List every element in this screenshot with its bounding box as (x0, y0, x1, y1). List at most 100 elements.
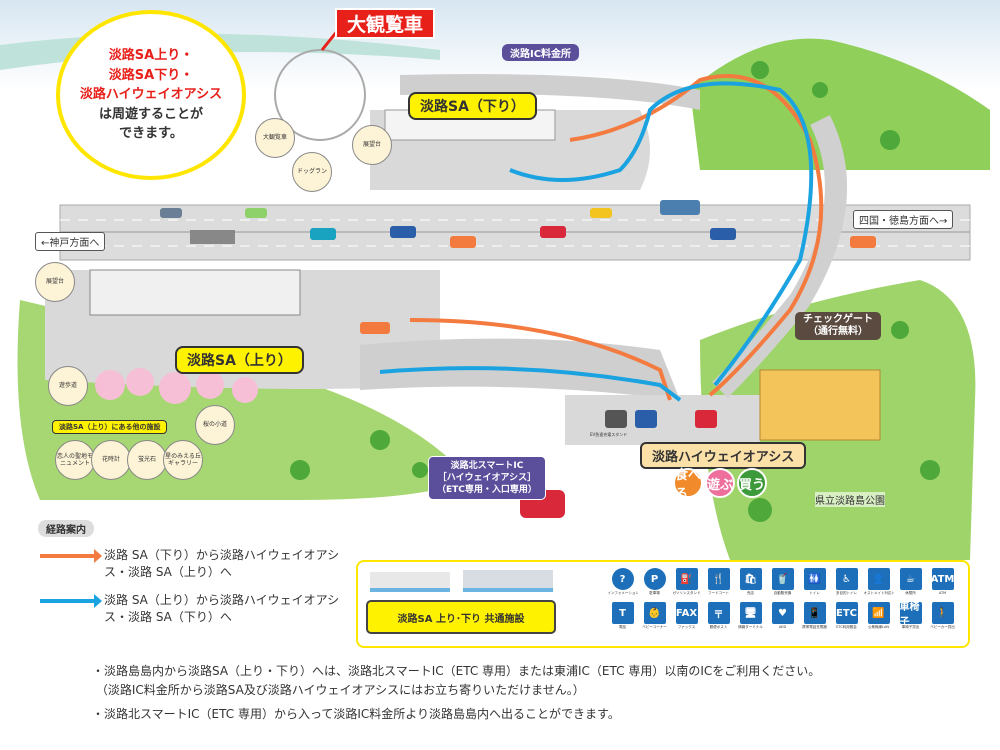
circle-stone: 蛍光石 (127, 440, 167, 480)
note: ・淡路北スマートIC（ETC 専用）から入って淡路IC料金所より淡路島島内へ出る… (92, 705, 820, 724)
bubble-line: 淡路SA下り・ (108, 67, 194, 83)
facility-icon: 📶 (867, 602, 890, 624)
facility-icon: 👤 (867, 568, 890, 590)
facility-icon: 〒 (707, 602, 730, 624)
building-illustration (370, 572, 450, 592)
smart-ic-note: （ETC専用・入口専用） (437, 485, 537, 496)
facility-icon-item: 車椅子車椅子貸出 (896, 602, 925, 633)
facility-icon-label: 駐車場 (649, 591, 660, 595)
facility-icon: T (611, 602, 634, 624)
note-line: （淡路IC料金所から淡路SA及び淡路ハイウェイオアシスにはお立ち寄りいただけませ… (95, 682, 585, 697)
to-shikoku-sign: 四国・徳島方面へ→ (853, 210, 954, 229)
circle-observatory-up: 展望台 (35, 262, 75, 302)
other-facilities-label: 淡路SA（上り）にある他の施設 (52, 420, 168, 434)
route-legend: 経路案内 淡路 SA（下り）から淡路ハイウェイオアシス・淡路 SA（上り）へ 淡… (38, 518, 348, 643)
bubble-line: は周遊することが (98, 106, 203, 122)
facility-icon: 車椅子 (899, 602, 922, 628)
legend-blue-text: 淡路 SA（上り）から淡路ハイウェイオアシス・淡路 SA（下り）へ (104, 592, 340, 625)
park-label: 県立淡路島公園 (815, 492, 885, 507)
bubble-line: 淡路ハイウェイオアシス (79, 87, 223, 103)
facility-icon-item: 📶公衆無線LAN (864, 602, 893, 633)
facility-icon-item: 👶ベビーコーナー (640, 602, 669, 633)
facility-icon-label: ファックス (677, 625, 696, 629)
note: ・淡路島島内から淡路SA（上り・下り）へは、淡路北スマートIC（ETC 専用）ま… (92, 662, 820, 699)
legend-orange: 淡路 SA（下り）から淡路ハイウェイオアシス・淡路 SA（上り）へ (38, 547, 348, 582)
facility-icon-label: 携帯電話充電器 (802, 625, 827, 629)
facility-icon-label: ベビーコーナー (642, 625, 667, 629)
blue-arrow-icon (40, 593, 102, 608)
sa-up-label[interactable]: 淡路SA（上り） (175, 346, 304, 374)
circle-dogrun: ドッグラン (292, 152, 332, 192)
ferris-wheel (274, 49, 366, 141)
buy-badge: 買う (737, 468, 767, 498)
circle-monument: 恋人の聖地モニュメント (55, 440, 95, 480)
oasis-label[interactable]: 淡路ハイウェイオアシス (640, 442, 807, 469)
check-gate-note: （通行無料） (808, 326, 868, 337)
sa-up-building (89, 269, 301, 316)
smart-ic-sub: ［ハイウェイオアシス］ (437, 473, 537, 484)
circle-flower-clock: 花時計 (91, 440, 131, 480)
check-gate-title: チェックゲート (803, 314, 873, 325)
facility-icon-label: インフォメーション (607, 591, 638, 595)
facility-icon-label: ATM (938, 591, 947, 595)
info-bubble: 淡路SA上り・ 淡路SA下り・ 淡路ハイウェイオアシス は周遊することが できま… (56, 10, 246, 180)
facility-icon: ⛽ (675, 568, 698, 590)
facility-icon-label: 情報ターミナル (738, 625, 763, 629)
facility-icon-item: 🚻トイレ (800, 568, 829, 599)
facility-icon-label: オストメイト対応トイレ (863, 591, 894, 595)
smart-ic-name: 淡路北スマートIC (450, 461, 524, 471)
facility-icon: ? (611, 568, 634, 590)
facility-icon-item: 🥤自動販売機 (768, 568, 797, 599)
facility-icon-item: 🖥情報ターミナル (736, 602, 765, 633)
facility-icon: ETC (835, 602, 858, 624)
cars (160, 208, 876, 428)
facility-icon: P (643, 568, 666, 590)
facility-icon-label: AED (778, 625, 787, 629)
facility-icon-label: 多目的トイレ (836, 591, 857, 595)
circle-observatory: 展望台 (352, 125, 392, 165)
route-orange-2 (409, 318, 672, 401)
route-blue-2 (379, 366, 682, 402)
sa-down-label[interactable]: 淡路SA（下り） (408, 92, 537, 120)
facility-icon: 🥤 (771, 568, 794, 590)
facility-icon: 🖥 (739, 602, 762, 624)
eat-badge: 食べる (673, 468, 703, 502)
legend-orange-text: 淡路 SA（下り）から淡路ハイウェイオアシス・淡路 SA（上り）へ (104, 548, 340, 580)
route-blue (509, 81, 814, 387)
bubble-line: できます。 (119, 126, 183, 142)
circle-ferris: 大観覧車 (255, 118, 295, 158)
facility-icon: 👶 (643, 602, 666, 624)
circle-sakura-path: 桜の小道 (195, 405, 235, 445)
facility-icon: ☕ (899, 568, 922, 590)
facility-icon-item: ♥AED (768, 602, 797, 633)
facility-icon-label: 休憩所 (905, 591, 916, 595)
common-facilities-title: 淡路SA 上り･下り 共通施設 (366, 600, 556, 634)
facility-icon-item: 🚶ベビーカー貸出 (928, 602, 957, 633)
facility-icon-item: 🛍売店 (736, 568, 765, 599)
facility-icon-label: フードコート (708, 591, 729, 595)
facility-icon-label: ETC利用照会 (836, 625, 857, 629)
facility-icon-item: 👤オストメイト対応トイレ (863, 568, 894, 599)
facility-icon-label: 自動販売機 (773, 591, 792, 595)
cherry-trees (95, 368, 258, 404)
facility-icon-item: 🍴フードコート (704, 568, 733, 599)
facility-icon: FAX (675, 602, 698, 624)
facility-icon-item: ☕休憩所 (896, 568, 925, 599)
legend-blue: 淡路 SA（上り）から淡路ハイウェイオアシス・淡路 SA（下り）へ (38, 592, 348, 627)
bus (660, 200, 700, 215)
note-line: ・淡路北スマートIC（ETC 専用）から入って淡路IC料金所より淡路島島内へ出る… (92, 707, 620, 722)
facility-icon-item: ♿多目的トイレ (832, 568, 861, 599)
facility-icon: 🚶 (931, 602, 954, 624)
circle-promenade: 遊歩道 (48, 366, 88, 406)
map-illustration (0, 0, 1000, 560)
ev-stand-label: EV急速充電スタンド (590, 432, 628, 437)
facility-icon: 📱 (803, 602, 826, 624)
toll-gate-label: 淡路IC料金所 (502, 44, 580, 61)
orange-arrow-icon (40, 549, 102, 563)
facility-icon: ♥ (771, 602, 794, 624)
facility-icon-label: 郵便ポスト (709, 625, 728, 629)
legend-title: 経路案内 (38, 520, 94, 537)
play-badge: 遊ぶ (705, 468, 735, 498)
check-gate-label: チェックゲート （通行無料） (795, 312, 881, 340)
